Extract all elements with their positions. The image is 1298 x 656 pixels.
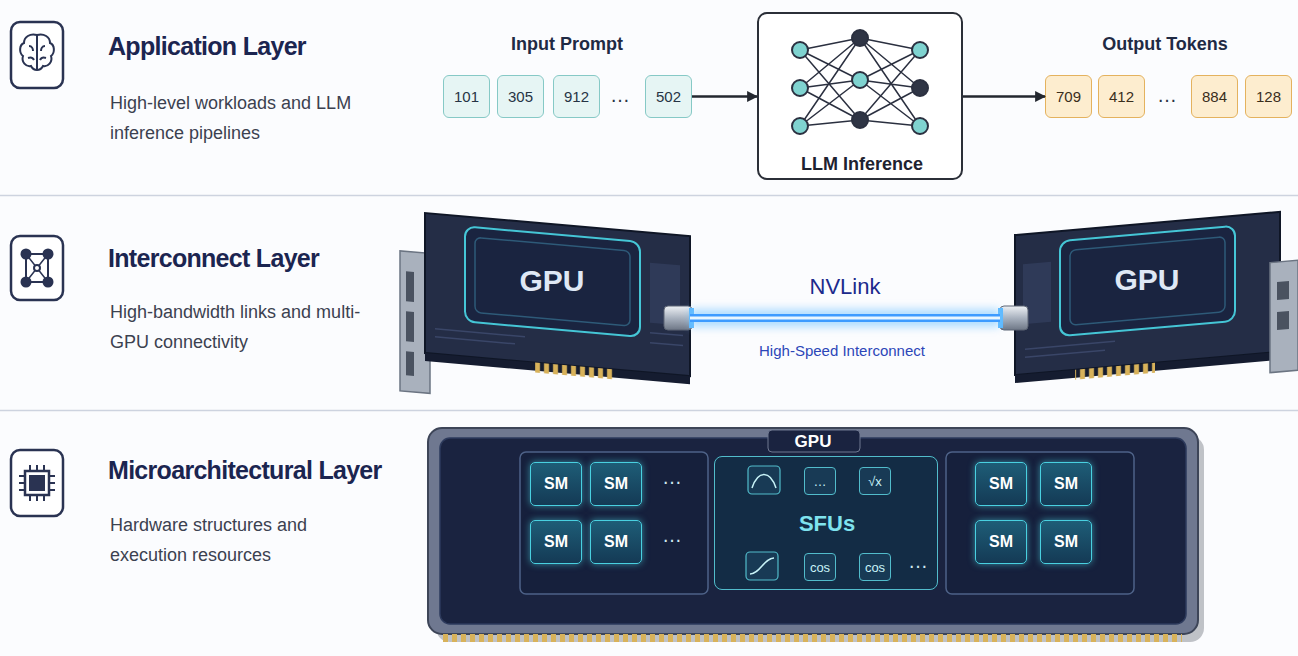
token-id: 912 — [564, 88, 589, 105]
sfu-curve-icon — [746, 466, 780, 580]
token-id: 128 — [1256, 88, 1281, 105]
token-id: 305 — [508, 88, 533, 105]
sm-unit: SM — [590, 520, 642, 564]
sm-unit: SM — [530, 462, 582, 506]
link-plug — [664, 306, 1028, 330]
sm-unit: SM — [1040, 462, 1092, 506]
network-icon — [11, 236, 63, 300]
link-core — [690, 317, 1000, 320]
token-box: 128 — [1245, 75, 1292, 118]
token-id: 502 — [656, 88, 681, 105]
gpu-card-graphic — [400, 211, 690, 416]
link-glow — [690, 309, 1000, 327]
sfu-op-box: cos — [804, 553, 836, 581]
column-header: Output Tokens — [1055, 34, 1275, 55]
ellipsis: … — [562, 524, 782, 547]
sfu-op-label: cos — [810, 560, 830, 575]
layer-title: Application Layer — [108, 31, 448, 61]
sm-label: SM — [989, 533, 1013, 551]
chip-icon — [11, 450, 63, 516]
gpu-label: GPU — [765, 432, 861, 452]
gpu-label: GPU — [462, 264, 642, 298]
ellipsis: … — [562, 466, 782, 489]
sfu-op-box: √x — [859, 467, 891, 495]
flow-arrow — [963, 95, 1045, 98]
token-id: 884 — [1202, 88, 1227, 105]
nvlink-connector — [690, 318, 1000, 319]
sfu-label: SFUs — [715, 511, 939, 537]
sm-label: SM — [604, 475, 628, 493]
layer-description: High-level workloads and LLM inference p… — [110, 88, 372, 148]
sfu-panel: SFUs … √x cos cos — [714, 456, 938, 590]
token-id: 709 — [1056, 88, 1081, 105]
sfu-op-box: cos — [859, 553, 891, 581]
sm-unit: SM — [975, 462, 1027, 506]
ellipsis: … — [808, 550, 1028, 573]
sm-label: SM — [1054, 475, 1078, 493]
layer-band: Application LayerHigh-level workloads an… — [0, 0, 1298, 195]
brain-icon — [11, 22, 63, 88]
model-box: LLM Inference — [757, 12, 963, 180]
gpu-die-graphic — [428, 428, 1204, 642]
token-box: 912 — [553, 75, 600, 118]
token-box: 709 — [1045, 75, 1092, 118]
ellipsis: … — [510, 84, 730, 107]
layer-description: Hardware structures and execution resour… — [110, 510, 372, 570]
sfu-op-label: cos — [865, 560, 885, 575]
link-caption: High-Speed Interconnect — [732, 342, 952, 359]
separator — [0, 196, 1298, 411]
layer-title: Interconnect Layer — [108, 243, 448, 273]
sm-unit: SM — [1040, 520, 1092, 564]
layer-title: Microarchitectural Layer — [108, 455, 448, 485]
gpu-card-graphic — [1015, 210, 1298, 395]
sm-label: SM — [989, 475, 1013, 493]
flow-arrow — [692, 95, 757, 98]
token-box: 884 — [1191, 75, 1238, 118]
sm-label: SM — [544, 533, 568, 551]
token-box: 412 — [1098, 75, 1145, 118]
sfu-op-label: √x — [868, 474, 882, 489]
sfu-op-box: … — [804, 467, 836, 495]
sm-unit: SM — [530, 520, 582, 564]
gpu-card: GPU — [1000, 205, 1290, 400]
token-box: 502 — [645, 75, 692, 118]
token-id: 412 — [1109, 88, 1134, 105]
sm-label: SM — [544, 475, 568, 493]
gpu-card: GPU — [400, 205, 690, 400]
column-header: Input Prompt — [457, 34, 677, 55]
layer-description: High-bandwidth links and multi-GPU conne… — [110, 297, 372, 357]
ellipsis: … — [1057, 84, 1277, 107]
token-id: 101 — [454, 88, 479, 105]
edge-label: NVLink — [735, 274, 955, 300]
layer-band: Interconnect LayerHigh-bandwidth links a… — [0, 196, 1298, 410]
gpu-die: GPUSMSMSMSMSFUs…√xcoscosSMSMSMSM — [428, 428, 1198, 634]
token-box: 101 — [443, 75, 490, 118]
token-box: 305 — [497, 75, 544, 118]
sm-label: SM — [604, 533, 628, 551]
sfu-op-label: … — [814, 474, 827, 489]
sm-unit: SM — [975, 520, 1027, 564]
sm-unit: SM — [590, 462, 642, 506]
link-beam — [690, 314, 1000, 322]
sm-label: SM — [1054, 533, 1078, 551]
model-name: LLM Inference — [759, 154, 965, 175]
gpu-label: GPU — [1057, 263, 1237, 297]
layer-band: Microarchitectural LayerHardware structu… — [0, 411, 1298, 656]
